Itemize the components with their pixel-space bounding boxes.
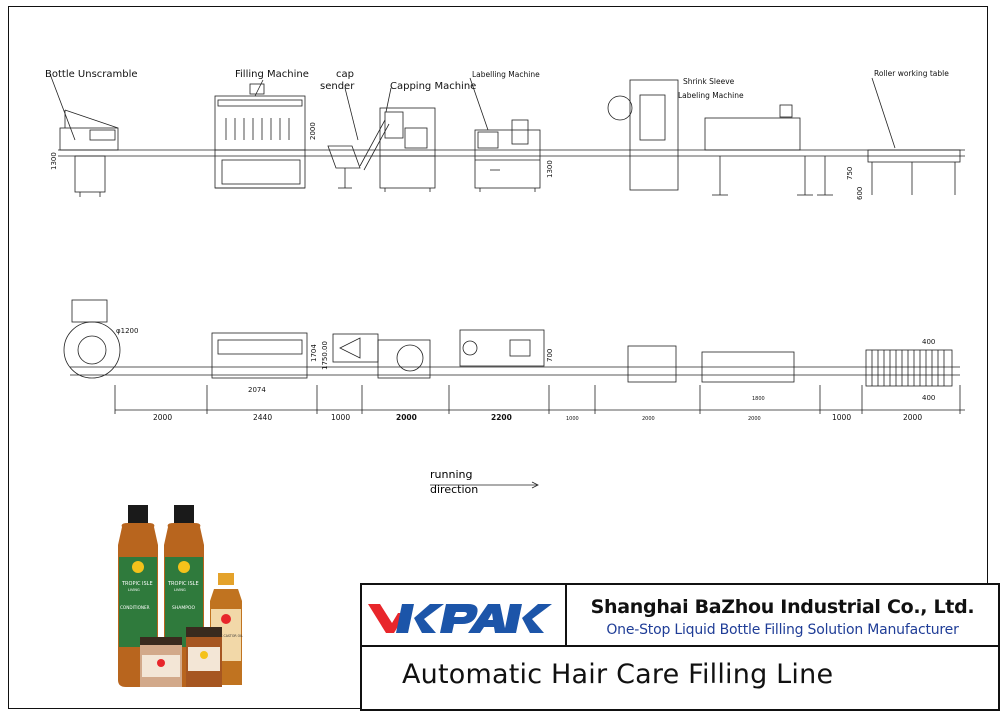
dim-1704: 1704 bbox=[310, 344, 318, 362]
segment-dim: 2000 bbox=[153, 413, 172, 422]
capping-machine-label: Capping Machine bbox=[390, 81, 476, 92]
drawing-title: Automatic Hair Care Filling Line bbox=[402, 659, 834, 690]
dim-2074: 2074 bbox=[248, 386, 266, 394]
dim-1750: 1750.00 bbox=[321, 341, 329, 370]
roller-table-label: Roller working table bbox=[874, 69, 949, 78]
segment-dim: 2000 bbox=[642, 416, 655, 422]
height-600: 600 bbox=[856, 187, 864, 200]
unscramble-elevation bbox=[59, 109, 119, 197]
svg-text:CONDITIONER: CONDITIONER bbox=[120, 605, 150, 610]
hair-cream-jar bbox=[140, 637, 182, 687]
svg-text:TROPIC ISLE: TROPIC ISLE bbox=[121, 581, 153, 587]
dim-700: 700 bbox=[546, 349, 554, 362]
height-750: 750 bbox=[846, 167, 854, 180]
shrink-sleeve-label-2: Labeling Machine bbox=[678, 91, 744, 100]
segment-dim: 2000 bbox=[903, 413, 922, 422]
height-1300-b: 1300 bbox=[546, 160, 554, 178]
dim-phi1200: φ1200 bbox=[116, 327, 138, 335]
cap-sender-label-2: sender bbox=[320, 81, 355, 92]
vkpak-logo bbox=[368, 604, 552, 633]
dim-400-bottom: 400 bbox=[922, 394, 935, 402]
conditioner-bottle: TROPIC ISLE LIVING CONDITIONER bbox=[118, 505, 158, 687]
svg-text:TROPIC ISLE: TROPIC ISLE bbox=[167, 581, 199, 587]
shrink-sleeve-label-1: Shrink Sleeve bbox=[683, 77, 735, 86]
segment-dim: 2000 bbox=[748, 416, 761, 422]
segment-dim: 1000 bbox=[566, 416, 579, 422]
labelling-machine-elevation bbox=[474, 119, 541, 192]
running-direction-label-2: direction bbox=[430, 483, 478, 496]
height-1300-a: 1300 bbox=[50, 152, 58, 170]
company-name: Shanghai BaZhou Industrial Co., Ltd. bbox=[590, 596, 975, 618]
dim-400-top: 400 bbox=[922, 338, 935, 346]
turntable-plan bbox=[63, 299, 121, 379]
segment-dim: 1000 bbox=[331, 413, 350, 422]
segment-dim: 2200 bbox=[491, 413, 512, 422]
shrink-sleeve-elevation bbox=[607, 79, 833, 196]
roller-table-elevation bbox=[867, 149, 961, 195]
product-photo: TROPIC ISLE LIVING CONDITIONER TROPIC IS… bbox=[118, 505, 243, 687]
logo-cell bbox=[362, 585, 567, 647]
segment-dim: 2000 bbox=[396, 413, 417, 422]
capping-machine-elevation bbox=[379, 107, 436, 192]
segment-dim: 2440 bbox=[253, 413, 272, 422]
dim-1800: 1800 bbox=[752, 396, 765, 402]
title-block: Shanghai BaZhou Industrial Co., Ltd. One… bbox=[360, 583, 1000, 711]
running-direction-label-1: running bbox=[430, 468, 472, 481]
bottle-unscramble-label: Bottle Unscramble bbox=[45, 69, 138, 80]
svg-text:BLACK CASTOR OIL: BLACK CASTOR OIL bbox=[212, 634, 243, 638]
company-tagline: One-Stop Liquid Bottle Filling Solution … bbox=[606, 622, 959, 638]
svg-text:SHAMPOO: SHAMPOO bbox=[172, 605, 195, 611]
segment-dim: 1000 bbox=[832, 413, 851, 422]
shampoo-bottle: TROPIC ISLE LIVING SHAMPOO bbox=[164, 505, 204, 687]
svg-text:LIVING: LIVING bbox=[128, 588, 140, 592]
filling-machine-label: Filling Machine bbox=[235, 69, 309, 80]
height-2000: 2000 bbox=[309, 122, 317, 140]
company-cell: Shanghai BaZhou Industrial Co., Ltd. One… bbox=[567, 585, 998, 647]
svg-text:LIVING: LIVING bbox=[174, 588, 186, 592]
hair-mask-jar bbox=[186, 627, 222, 687]
filling-machine-elevation bbox=[214, 83, 306, 189]
cap-sender-label-1: cap bbox=[336, 69, 354, 80]
labelling-machine-label: Labelling Machine bbox=[472, 70, 540, 79]
